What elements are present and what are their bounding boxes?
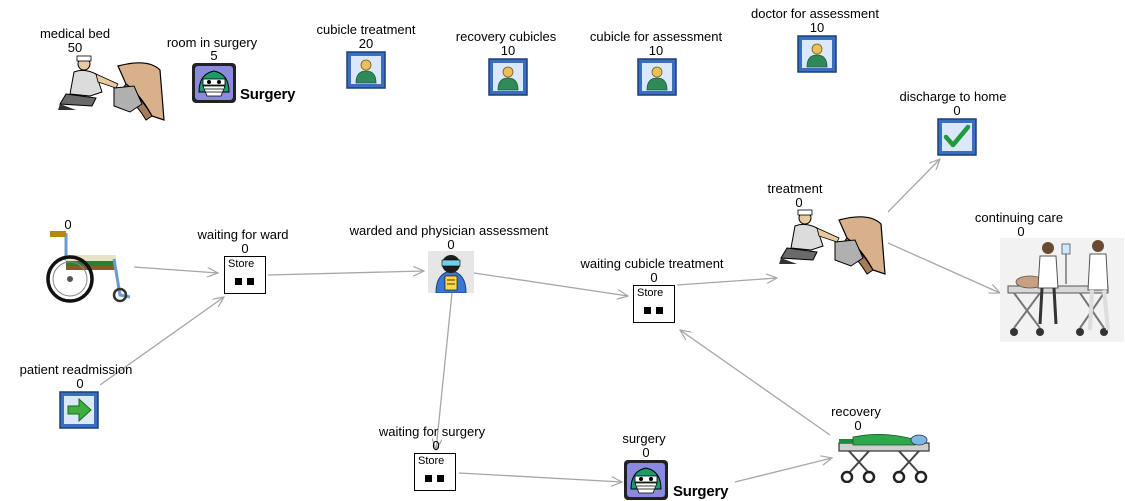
recovery-cubicles-label: recovery cubicles bbox=[455, 29, 557, 44]
treatment-count: 0 bbox=[795, 195, 803, 210]
person-panel-icon[interactable] bbox=[637, 58, 677, 96]
cubicle-treatment-label: cubicle treatment bbox=[316, 22, 416, 37]
edge-surgery-to-recovery bbox=[734, 458, 832, 483]
warded-assessment-count: 0 bbox=[447, 237, 455, 252]
patient-readmission-count: 0 bbox=[76, 376, 84, 391]
waiting-for-ward-store[interactable]: Store bbox=[224, 256, 266, 294]
person-panel-icon[interactable] bbox=[797, 35, 837, 73]
waiting-for-surgery-label: waiting for surgery bbox=[378, 424, 486, 439]
recovery-count: 0 bbox=[854, 418, 862, 433]
recovery-label: recovery bbox=[831, 404, 881, 419]
edge-assessment-to-waiting-cubicle bbox=[473, 272, 628, 296]
waiting-for-surgery-count: 0 bbox=[432, 438, 440, 453]
doctor-for-assessment-label: doctor for assessment bbox=[751, 6, 879, 21]
treatment-bed-icon[interactable] bbox=[777, 208, 889, 278]
store-dot bbox=[656, 307, 663, 314]
discharge-to-home-count: 0 bbox=[953, 103, 961, 118]
waiting-for-ward-count: 0 bbox=[241, 241, 249, 256]
waiting-for-surgery-store[interactable]: Store bbox=[414, 453, 456, 491]
warded-assessment-label: warded and physician assessment bbox=[349, 223, 549, 238]
medical-bed-label: medical bed bbox=[39, 26, 111, 41]
treatment-label: treatment bbox=[767, 181, 823, 196]
store-label: Store bbox=[228, 258, 255, 270]
store-label: Store bbox=[637, 287, 664, 299]
store-dot bbox=[425, 475, 432, 482]
surgeon-icon[interactable] bbox=[191, 62, 237, 104]
waiting-cubicle-treatment-label: waiting cubicle treatment bbox=[580, 256, 724, 271]
edge-assessment-to-waiting-surgery bbox=[436, 292, 453, 450]
edge-waiting-cubicle-to-treatment bbox=[676, 278, 777, 286]
discharge-to-home-label: discharge to home bbox=[899, 89, 1007, 104]
store-dot bbox=[247, 278, 254, 285]
room-in-surgery-badge: Surgery bbox=[240, 86, 296, 103]
room-in-surgery-label: room in surgery bbox=[166, 35, 258, 50]
edge-recovery-to-waiting-cubicle bbox=[680, 330, 831, 436]
wheelchair-icon[interactable] bbox=[44, 229, 136, 305]
edge-arrival-to-waiting-ward bbox=[133, 266, 218, 273]
waiting-cubicle-treatment-store[interactable]: Store bbox=[633, 285, 675, 323]
edge-waiting-ward-to-assessment bbox=[267, 271, 424, 275]
checkmark-icon[interactable] bbox=[937, 118, 977, 156]
person-panel-icon[interactable] bbox=[346, 51, 386, 89]
surgery-label: surgery bbox=[622, 431, 666, 446]
continuing-care-count: 0 bbox=[1017, 224, 1025, 239]
arrow-right-icon[interactable] bbox=[59, 391, 99, 429]
surgery-badge: Surgery bbox=[673, 483, 729, 500]
medical-bed-icon[interactable] bbox=[56, 54, 168, 124]
recovery-cubicles-count: 10 bbox=[500, 43, 516, 58]
medical-bed-count: 50 bbox=[67, 40, 83, 55]
continuing-care-label: continuing care bbox=[974, 210, 1064, 225]
store-dot bbox=[235, 278, 242, 285]
waiting-cubicle-treatment-count: 0 bbox=[650, 270, 658, 285]
stretcher-caregivers-icon[interactable] bbox=[1000, 238, 1124, 342]
store-label: Store bbox=[418, 455, 445, 467]
recovery-stretcher-icon[interactable] bbox=[833, 433, 939, 483]
physician-icon[interactable] bbox=[428, 251, 474, 293]
edge-treatment-to-continuing-care bbox=[887, 242, 1000, 293]
cubicle-for-assessment-count: 10 bbox=[648, 43, 664, 58]
edge-waiting-surgery-to-surgery bbox=[458, 472, 622, 482]
surgery-count: 0 bbox=[642, 445, 650, 460]
surgeon-icon[interactable] bbox=[623, 459, 669, 501]
store-dot bbox=[644, 307, 651, 314]
cubicle-treatment-count: 20 bbox=[358, 36, 374, 51]
store-dot bbox=[437, 475, 444, 482]
edge-treatment-to-discharge bbox=[887, 159, 940, 213]
patient-readmission-label: patient readmission bbox=[19, 362, 133, 377]
doctor-for-assessment-count: 10 bbox=[809, 20, 825, 35]
arrival-count: 0 bbox=[64, 217, 72, 232]
waiting-for-ward-label: waiting for ward bbox=[197, 227, 289, 242]
person-panel-icon[interactable] bbox=[488, 58, 528, 96]
cubicle-for-assessment-label: cubicle for assessment bbox=[589, 29, 723, 44]
edge-readmission-to-waiting-ward bbox=[99, 297, 224, 386]
room-in-surgery-count: 5 bbox=[210, 48, 218, 63]
